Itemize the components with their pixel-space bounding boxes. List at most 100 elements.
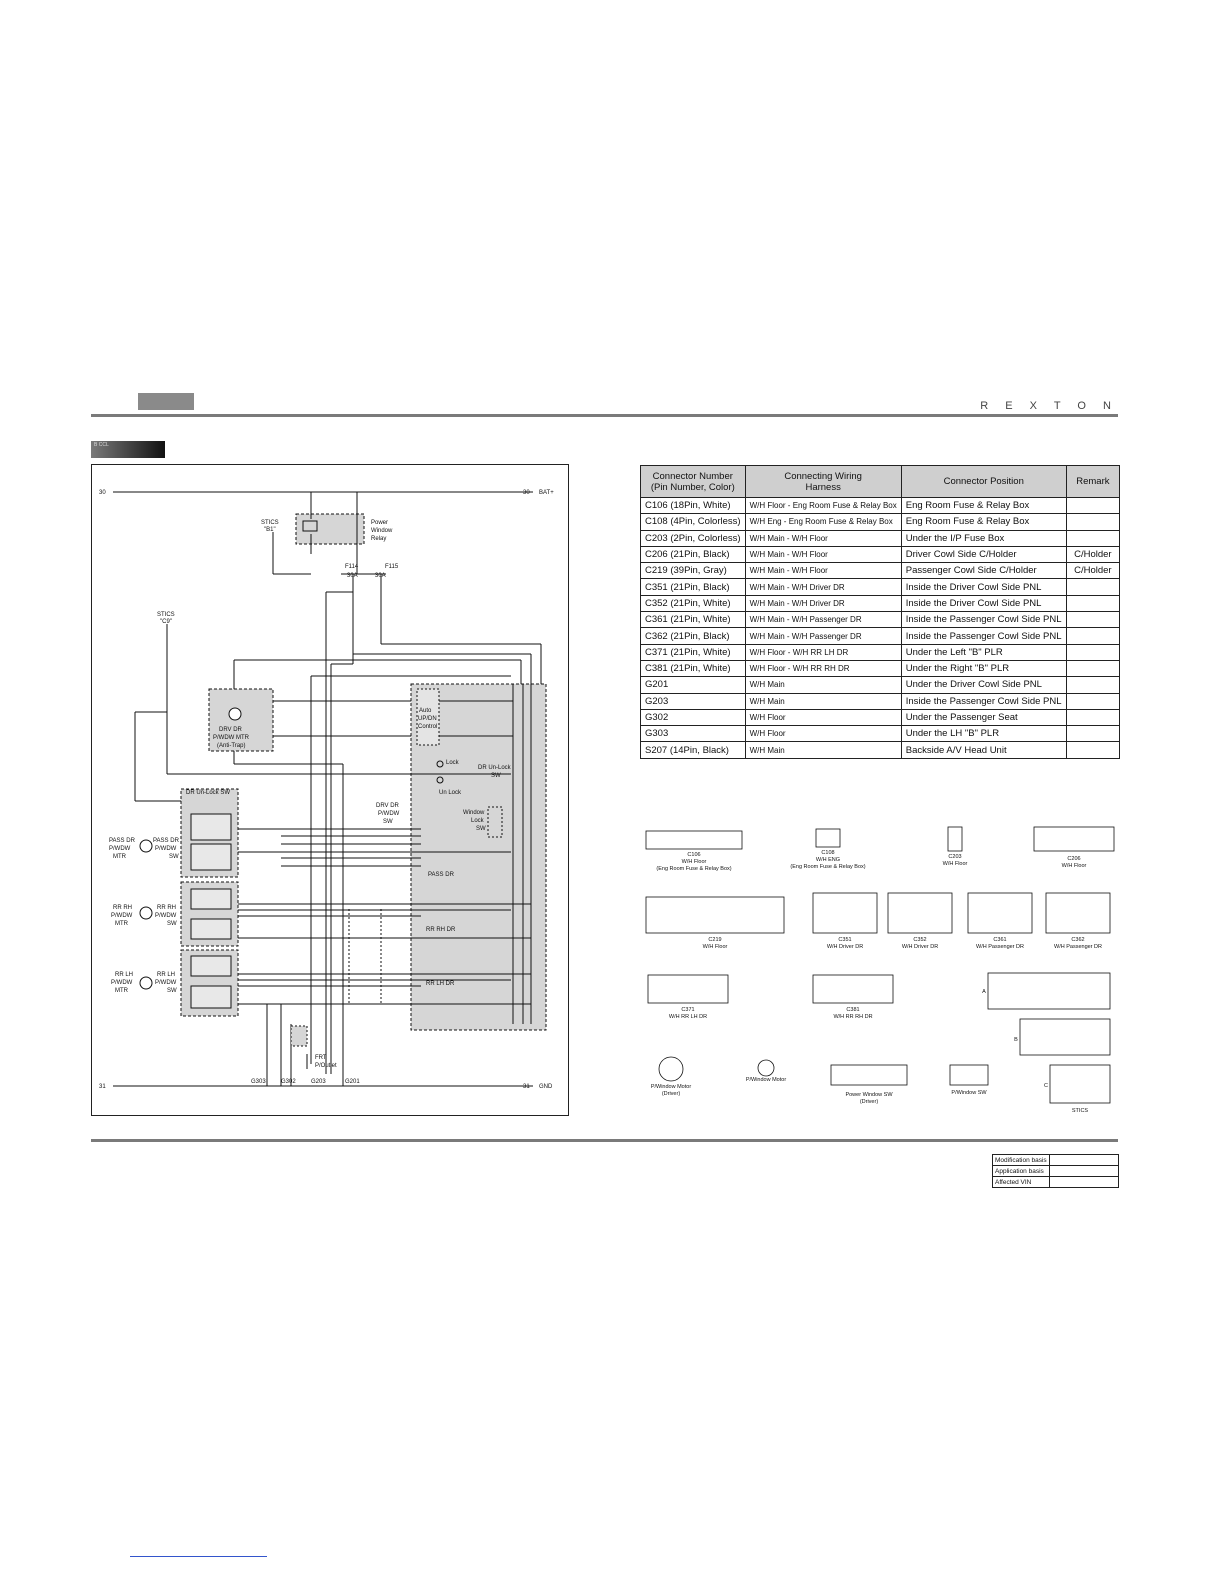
pass-switch-label-1: PASS DR [153,838,180,844]
remark-cell [1065,578,1121,596]
connector-number-cell: C219 (39Pin, Gray) [640,562,746,580]
stics-b1-label: STICS [261,520,279,526]
c108-location: (Eng Room Fuse & Relay Box) [790,864,865,870]
stics-label: STICS [1072,1108,1089,1114]
table-row: C381 (21Pin, White)W/H Floor - W/H RR RH… [640,659,1121,678]
app-basis-label: Application basis [992,1165,1050,1177]
connector-number-cell: C371 (21Pin, White) [640,643,746,661]
harness-cell: W/H Main - W/H Driver DR [744,578,902,596]
c203-name: C203 [948,854,961,860]
drv-switch-label-3: SW [383,819,393,825]
position-cell: Backside A/V Head Unit [900,741,1067,759]
pass-motor-label-1: PASS DR [109,838,136,844]
dr-unlock-sw-label: DR Un-Lock SW [186,790,230,796]
remark-cell [1065,643,1121,661]
table-row: C108 (4Pin, Colorless)W/H Eng - Eng Room… [640,513,1121,531]
rrrh-switch-label-3: SW [167,921,177,927]
connector-views: C106 W/H Floor (Eng Room Fuse & Relay Bo… [638,815,1120,1120]
connector-number-cell: C362 (21Pin, Black) [640,627,746,645]
footer-link-line [130,1556,267,1557]
remark-cell [1065,725,1121,743]
c352-name: C352 [913,937,926,943]
harness-cell: W/H Floor - W/H RR RH DR [744,659,902,678]
drv-switch-label-1: DRV DR [376,803,400,809]
remark-cell [1065,513,1121,531]
fuse2-rating: 30A [375,573,386,579]
table-row: C106 (18Pin, White)W/H Floor - Eng Room … [640,496,1121,515]
brand-logo: R E X T O N [980,400,1118,412]
auto-control-label-3: Control [418,724,437,730]
position-cell: Inside the Passenger Cowl Side PNL [900,692,1067,710]
frt-outlet-label-1: FRT [315,1055,327,1061]
c371-name: C371 [681,1007,694,1013]
rrlh-switch-label-2: P/WDW [155,980,177,986]
connector-views-svg: C106 W/H Floor (Eng Room Fuse & Relay Bo… [645,826,1115,1114]
connector-number-cell: C106 (18Pin, White) [640,496,746,515]
rrrh-motor-label-1: RR RH [113,905,132,911]
rrlh-motor-label-2: P/WDW [111,980,133,986]
section-title: B CCL [94,442,109,448]
app-basis-value[interactable] [1049,1165,1119,1177]
fuse1-name: F114 [345,564,359,570]
rrrh-motor-label-2: P/WDW [111,913,133,919]
modification-table: Modification basis Application basis Aff… [992,1154,1119,1188]
c351-name: C351 [838,937,851,943]
stics-c9-label: STICS [157,612,175,618]
c219-harness: W/H Floor [703,944,728,950]
pass-switch-label-2: P/WDW [155,846,177,852]
auto-control-label-2: UP/DN [418,716,437,722]
col-remark: Remark [1065,465,1121,498]
motor-drv-label-2: (Driver) [662,1091,680,1097]
pw-switch-label: P/Window SW [951,1090,987,1096]
table-row: C362 (21Pin, Black)W/H Main - W/H Passen… [640,627,1121,645]
rrrh-switch-label-2: P/WDW [155,913,177,919]
footer-rule [91,1139,1118,1142]
window-lock-label-2: Lock [471,818,485,824]
mod-basis-label: Modification basis [992,1154,1050,1166]
remark-cell [1065,659,1121,678]
remark-cell [1065,741,1121,759]
position-cell: Under the Right "B" PLR [900,659,1067,678]
remark-cell [1065,594,1121,613]
remark-cell [1065,676,1121,694]
c206-name: C206 [1067,856,1080,862]
harness-cell: W/H Main - W/H Floor [744,529,902,547]
connector-number-cell: G201 [640,676,746,694]
rrlh-switch-label-1: RR LH [157,972,175,978]
harness-cell: W/H Main - W/H Floor [744,545,902,564]
wiring-diagram: 30 30 BAT+ 31 31 GND Power Window Relay … [91,464,569,1116]
rail-top-left: 30 [99,490,106,496]
connector-table: Connector Number(Pin Number, Color) Conn… [640,465,1121,759]
harness-cell: W/H Main - W/H Driver DR [744,594,902,613]
connector-number-cell: C206 (21Pin, Black) [640,545,746,564]
mod-basis-value[interactable] [1049,1154,1119,1166]
c352-harness: W/H Driver DR [902,944,938,950]
rail-top-tag: BAT+ [539,490,554,496]
drv-switch-label-2: P/WDW [378,811,400,817]
auto-control-label-1: Auto [419,708,432,714]
harness-cell: W/H Floor [744,725,902,743]
harness-cell: W/H Main - W/H Passenger DR [744,611,902,629]
col-connector-number: Connector Number(Pin Number, Color) [640,465,746,498]
fuse1-rating: 30A [347,573,358,579]
position-cell: Inside the Passenger Cowl Side PNL [900,627,1067,645]
rrlh-motor-label-1: RR LH [115,972,133,978]
c361-name: C361 [993,937,1006,943]
affected-vin-value[interactable] [1049,1176,1119,1188]
remark-cell [1065,708,1121,727]
connector-number-cell: C351 (21Pin, Black) [640,578,746,596]
pw-switch-drv-label-2: (Driver) [860,1099,878,1105]
motor-label: P/Window Motor [746,1077,787,1083]
rrrh-dr-group-label: RR RH DR [426,927,456,933]
pass-motor-label-2: P/WDW [109,846,131,852]
harness-cell: W/H Floor - Eng Room Fuse & Relay Box [744,496,902,515]
ground-g302: G302 [281,1079,296,1085]
connector-number-cell: G302 [640,708,746,727]
c381-harness: W/H RR RH DR [833,1014,872,1020]
window-lock-label-1: Window [463,810,485,816]
c203-harness: W/H Floor [943,861,968,867]
connector-number-cell: C108 (4Pin, Colorless) [640,513,746,531]
position-cell: Driver Cowl Side C/Holder [900,545,1067,564]
